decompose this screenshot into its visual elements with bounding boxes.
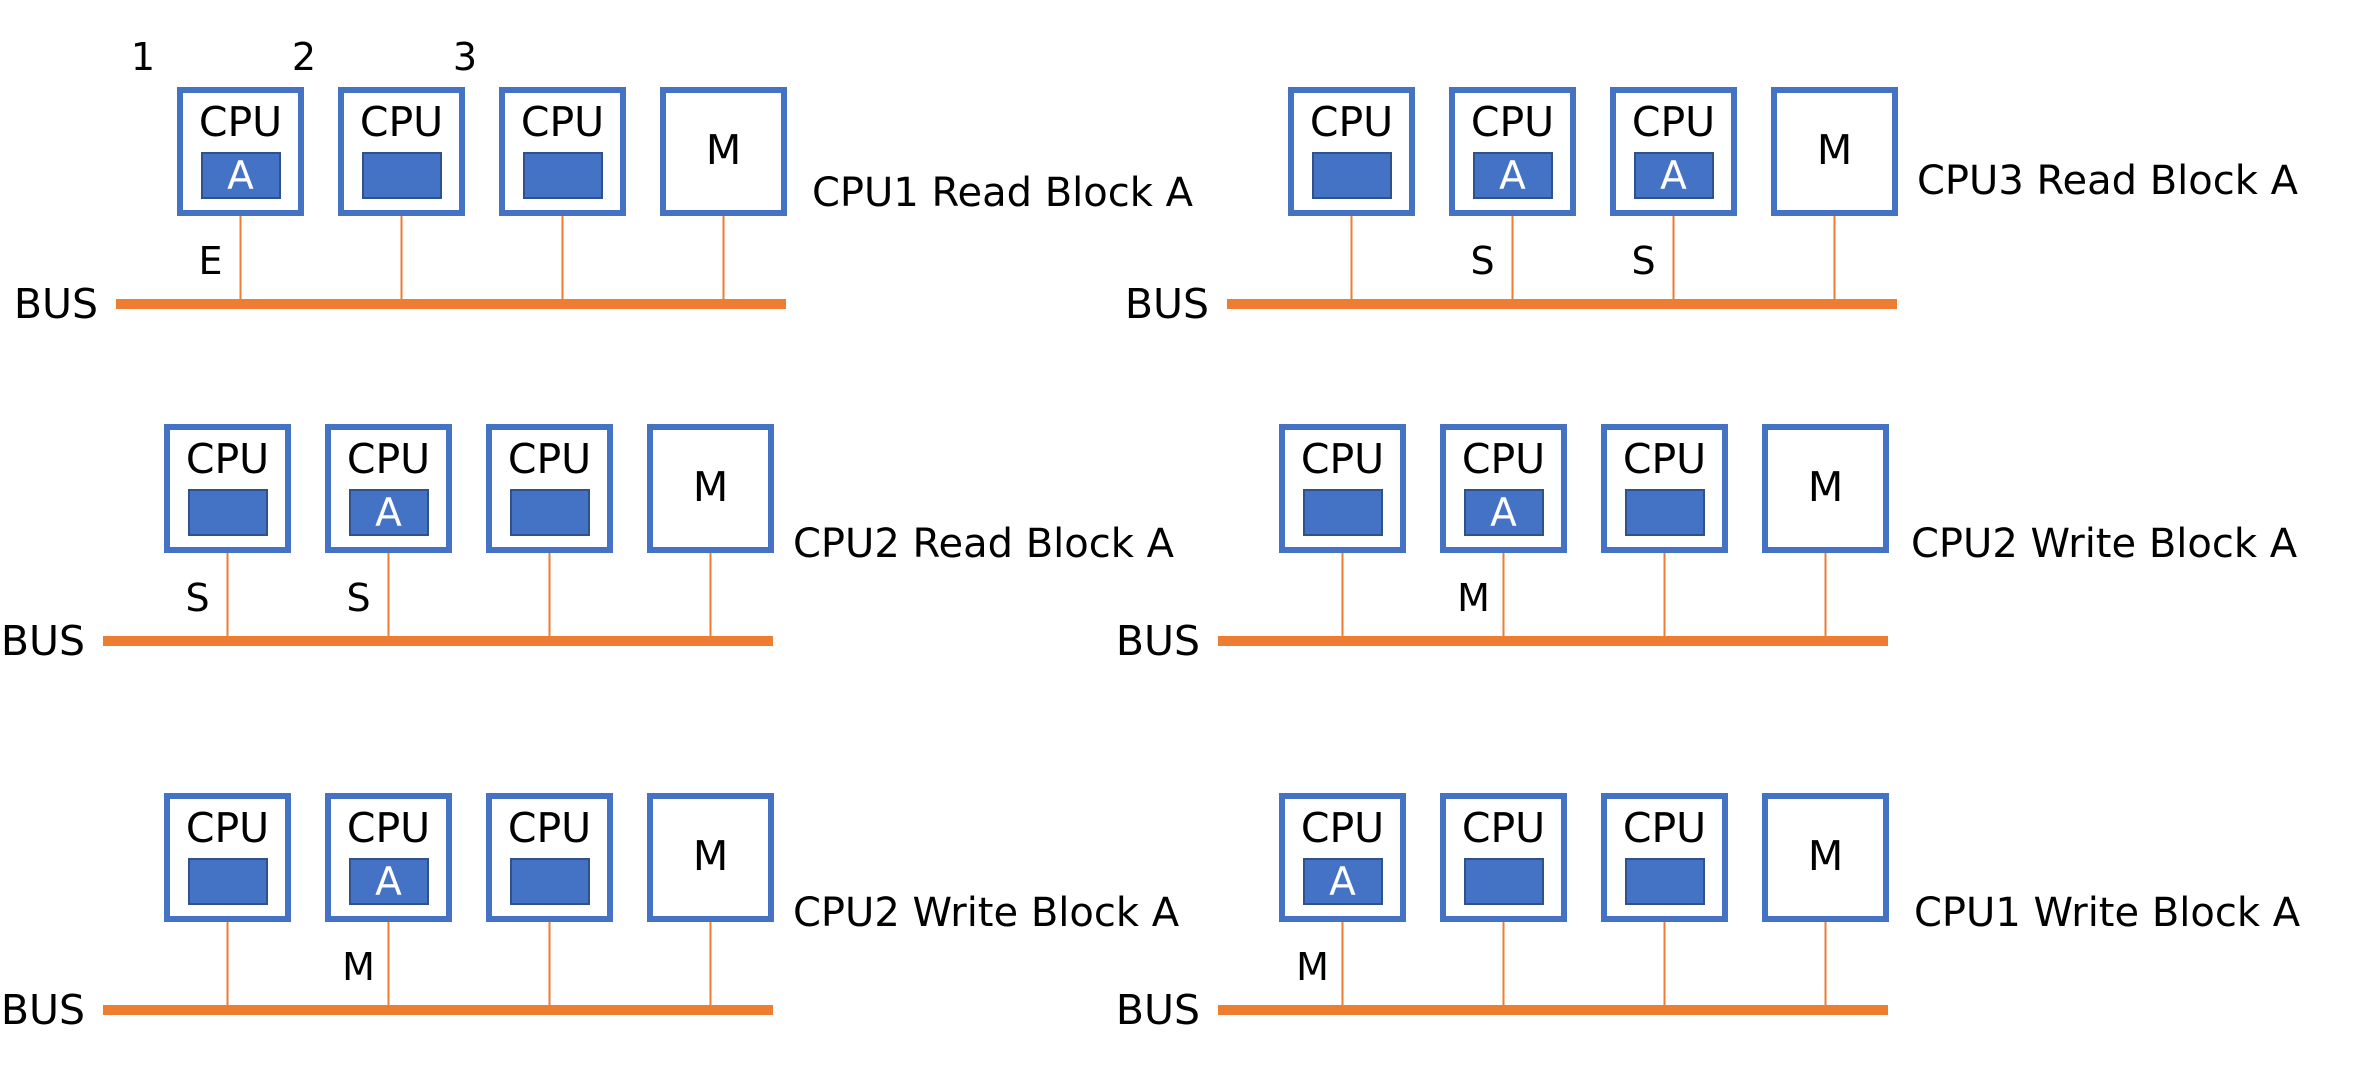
cache-block-label: A [1499, 154, 1526, 199]
memory-box [647, 424, 774, 553]
cpu-3-cache [510, 489, 590, 536]
panel-caption: CPU3 Read Block A [1917, 158, 2299, 204]
panel-1: BUS CPU AE CPU CPU M CPU1 Read Block A 1 2 3 [14, 35, 1194, 328]
cpu-label: CPU [1462, 804, 1545, 852]
bus-label: BUS [1116, 617, 1200, 665]
memory-box [660, 87, 787, 216]
memory-label: M [693, 832, 728, 880]
cpu-3-cache [1625, 489, 1705, 536]
cpu-label: CPU [1310, 98, 1393, 146]
cpu-1-cache [1312, 152, 1392, 199]
memory-box [1762, 424, 1889, 553]
cpu-2-cache [349, 489, 429, 536]
bus-label: BUS [1, 986, 85, 1034]
cpu-label: CPU [1301, 804, 1384, 852]
cache-state-label: S [1631, 239, 1655, 283]
memory-box [1762, 793, 1889, 922]
panel-caption: CPU2 Read Block A [793, 521, 1175, 567]
cpu-1-cache [201, 152, 281, 199]
bus-label: BUS [1116, 986, 1200, 1034]
cpu-1-cache [188, 858, 268, 905]
cpu-2-cache [1464, 858, 1544, 905]
cpu-label: CPU [1632, 98, 1715, 146]
cpu-1-cache [1303, 858, 1383, 905]
cpu-label: CPU [1301, 435, 1384, 483]
memory-label: M [706, 126, 741, 174]
bus-label: BUS [14, 280, 98, 328]
memory-label: M [693, 463, 728, 511]
panel-caption: CPU2 Write Block A [1911, 521, 2298, 567]
cpu-3-cache [523, 152, 603, 199]
cache-block-label: A [375, 860, 402, 905]
cpu-label: CPU [508, 435, 591, 483]
cache-block-label: A [1329, 860, 1356, 905]
cpu-1-cache [1303, 489, 1383, 536]
cpu-label: CPU [508, 804, 591, 852]
cpu-label: CPU [1471, 98, 1554, 146]
cpu-label: CPU [186, 435, 269, 483]
memory-box [1771, 87, 1898, 216]
cpu-label: CPU [199, 98, 282, 146]
panel-caption: CPU1 Write Block A [1914, 890, 2301, 936]
cpu-1-cache [188, 489, 268, 536]
cache-state-label: M [1457, 576, 1490, 620]
cpu-2-cache [349, 858, 429, 905]
cpu-label: CPU [186, 804, 269, 852]
cache-block-label: A [1660, 154, 1687, 199]
cache-block-label: A [227, 154, 254, 199]
cache-state-label: M [1296, 945, 1329, 989]
cpu-3-cache [1625, 858, 1705, 905]
cpu-label: CPU [521, 98, 604, 146]
panel-caption: CPU2 Write Block A [793, 890, 1180, 936]
cpu-number-label: 1 [131, 35, 155, 79]
cpu-3-cache [510, 858, 590, 905]
cpu-label: CPU [347, 435, 430, 483]
cpu-number-label: 2 [292, 35, 316, 79]
cpu-label: CPU [360, 98, 443, 146]
bus-label: BUS [1125, 280, 1209, 328]
memory-box [647, 793, 774, 922]
cpu-number-label: 3 [453, 35, 477, 79]
cache-state-label: S [1470, 239, 1494, 283]
cpu-3-cache [1634, 152, 1714, 199]
cache-state-label: S [185, 576, 209, 620]
cache-block-label: A [375, 491, 402, 536]
cpu-label: CPU [1462, 435, 1545, 483]
cpu-2-cache [1464, 489, 1544, 536]
cpu-label: CPU [1623, 804, 1706, 852]
cache-block-label: A [1490, 491, 1517, 536]
panel-caption: CPU1 Read Block A [812, 170, 1194, 216]
cache-state-label: M [342, 945, 375, 989]
memory-label: M [1808, 832, 1843, 880]
memory-label: M [1817, 126, 1852, 174]
bus-label: BUS [1, 617, 85, 665]
cache-state-label: E [198, 239, 222, 283]
cpu-label: CPU [1623, 435, 1706, 483]
memory-label: M [1808, 463, 1843, 511]
cache-state-label: S [346, 576, 370, 620]
cpu-2-cache [1473, 152, 1553, 199]
cpu-label: CPU [347, 804, 430, 852]
cpu-2-cache [362, 152, 442, 199]
